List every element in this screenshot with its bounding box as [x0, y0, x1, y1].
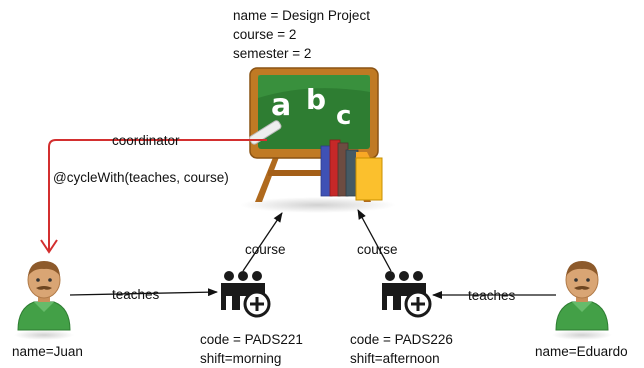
course-attr-name: name = Design Project — [233, 8, 370, 23]
group-attr-code: code = PADS221 — [200, 332, 303, 347]
edge-juan-teaches — [69, 288, 218, 297]
edge-label-teaches-eduardo: teaches — [468, 288, 516, 303]
edge-coordinator — [40, 139, 267, 254]
edge-constraint-cyclewith: @cycleWith(teaches, course) — [53, 170, 229, 185]
course-attributes: name = Design Project course = 2 semeste… — [233, 6, 370, 63]
group-add-icon-pads226 — [380, 269, 432, 318]
edge-pads221-course — [242, 212, 283, 272]
board-letter-b: b — [306, 83, 326, 116]
person-icon-juan — [13, 260, 75, 341]
group-attr-shift: shift=morning — [200, 351, 282, 366]
edge-pads226-course — [357, 209, 392, 272]
person-label-eduardo: name=Eduardo — [535, 344, 628, 359]
group-add-icon-pads221 — [219, 269, 271, 318]
group-attr-code: code = PADS226 — [350, 332, 453, 347]
books-icon — [320, 139, 383, 201]
board-letter-a: a — [271, 88, 291, 123]
group-attributes-pads226: code = PADS226 shift=afternoon — [350, 330, 453, 368]
chalkboard-icon: a b c — [240, 67, 396, 213]
person-label-juan: name=Juan — [12, 344, 83, 359]
group-attributes-pads221: code = PADS221 shift=morning — [200, 330, 303, 368]
board-letter-c: c — [336, 101, 351, 131]
group-attr-shift: shift=afternoon — [350, 351, 440, 366]
edge-label-teaches-juan: teaches — [112, 287, 160, 302]
course-attr-semester: semester = 2 — [233, 46, 312, 61]
edge-label-course-pads226: course — [357, 242, 398, 257]
course-attr-course: course = 2 — [233, 27, 297, 42]
edge-label-course-pads221: course — [245, 242, 286, 257]
edge-label-coordinator: coordinator — [112, 133, 180, 148]
person-icon-eduardo — [551, 260, 613, 341]
